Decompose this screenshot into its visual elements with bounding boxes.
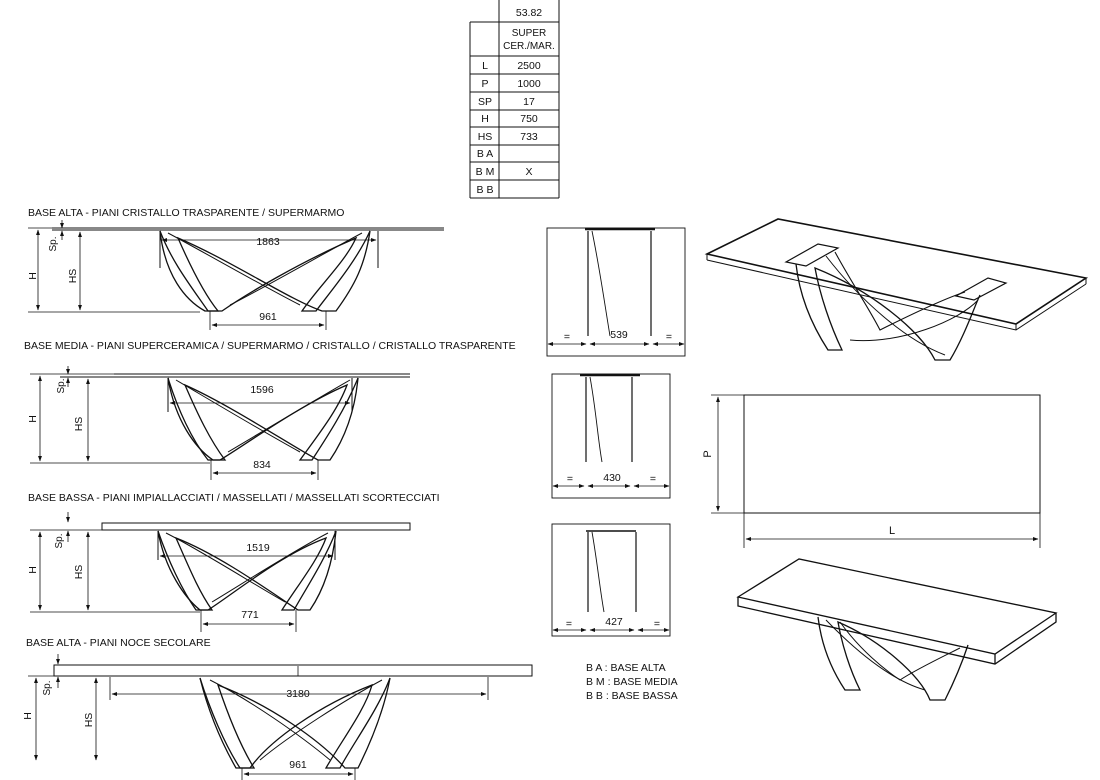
row-label: B A — [477, 148, 493, 160]
section-title: BASE ALTA - PIANI CRISTALLO TRASPARENTE … — [28, 207, 344, 219]
row-value: 733 — [520, 131, 538, 143]
row-value: 750 — [520, 113, 538, 125]
legend-item: B B : BASE BASSA — [586, 690, 678, 702]
table-header-line2: CER./MAR. — [503, 41, 555, 52]
dim-side-width: 539 — [610, 329, 628, 341]
legend: B A : BASE ALTA B M : BASE MEDIA B B : B… — [586, 662, 678, 702]
dim-hs-label: HS — [73, 417, 85, 432]
side-view-base-alta — [546, 227, 686, 357]
dim-sp-label: Sp. — [54, 533, 65, 548]
section-title: BASE MEDIA - PIANI SUPERCERAMICA / SUPER… — [24, 340, 516, 352]
front-view-base-bassa — [30, 512, 411, 632]
row-value: 17 — [523, 96, 535, 108]
dim-p-label: P — [702, 450, 714, 457]
dim-hs-label: HS — [67, 269, 79, 284]
dim-eq: = — [650, 473, 656, 485]
dim-sp-label: Sp. — [48, 236, 59, 251]
section-title: BASE BASSA - PIANI IMPIALLACCIATI / MASS… — [28, 492, 440, 504]
dim-hs-label: HS — [73, 565, 85, 580]
row-label: H — [481, 113, 489, 125]
section-title: BASE ALTA - PIANI NOCE SECOLARE — [26, 637, 211, 649]
dim-l-label: L — [889, 525, 895, 537]
dim-eq: = — [567, 473, 573, 485]
side-view-base-media — [551, 373, 671, 499]
dim-bottom-width: 834 — [253, 459, 271, 471]
spec-table — [469, 0, 560, 199]
table-code: 53.82 — [516, 7, 542, 19]
dim-bottom-width: 771 — [241, 609, 259, 621]
row-label: P — [481, 78, 488, 90]
top-view — [711, 394, 1041, 548]
row-label: L — [482, 60, 488, 72]
row-value: 2500 — [517, 60, 541, 72]
dim-eq: = — [566, 618, 572, 630]
table-header-line1: SUPER — [512, 28, 546, 39]
row-label: B M — [476, 166, 495, 178]
dim-eq: = — [654, 618, 660, 630]
dim-side-width: 430 — [603, 472, 621, 484]
front-view-base-media — [30, 366, 410, 480]
dim-hs-label: HS — [83, 713, 95, 728]
perspective-view-glass — [704, 218, 1089, 361]
dim-h-label: H — [27, 415, 39, 423]
dim-top-width: 3180 — [286, 688, 310, 700]
dim-top-width: 1519 — [246, 542, 270, 554]
row-value: 1000 — [517, 78, 541, 90]
dim-sp-label: Sp. — [42, 680, 53, 695]
legend-item: B A : BASE ALTA — [586, 662, 666, 674]
dim-bottom-width: 961 — [259, 311, 277, 323]
legend-item: B M : BASE MEDIA — [586, 676, 678, 688]
dim-top-width: 1863 — [256, 236, 280, 248]
dim-h-label: H — [27, 566, 39, 574]
row-label: SP — [478, 96, 492, 108]
dim-h-label: H — [27, 272, 39, 280]
dim-eq: = — [666, 331, 672, 343]
dim-top-width: 1596 — [250, 384, 274, 396]
perspective-view-solid — [736, 558, 1058, 701]
side-view-base-bassa — [551, 523, 671, 637]
row-value: X — [525, 166, 532, 178]
front-view-base-alta-noce — [28, 654, 533, 780]
dim-h-label: H — [22, 712, 34, 720]
row-label: HS — [478, 131, 493, 143]
dim-sp-label: Sp. — [56, 378, 67, 393]
dim-eq: = — [564, 331, 570, 343]
dim-side-width: 427 — [605, 616, 623, 628]
front-view-base-alta — [28, 220, 444, 330]
row-label: B B — [477, 184, 494, 196]
dim-bottom-width: 961 — [289, 759, 307, 771]
